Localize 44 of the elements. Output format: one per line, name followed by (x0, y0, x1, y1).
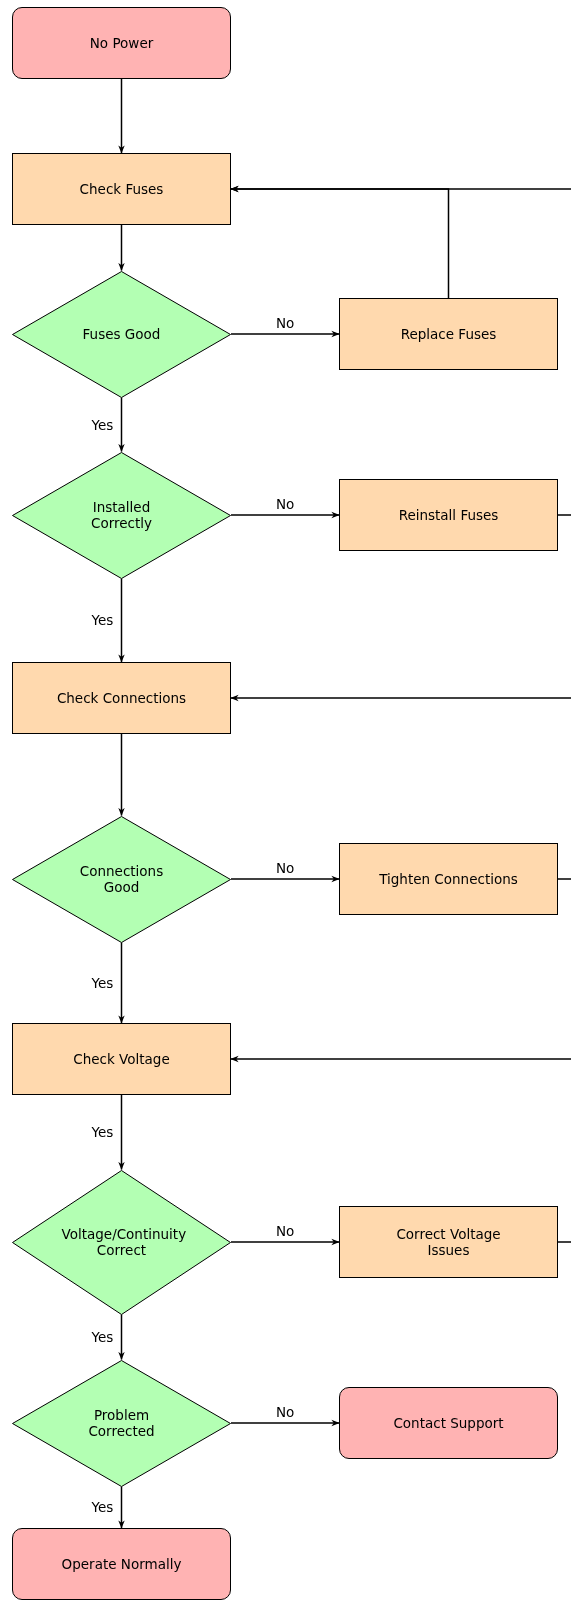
terminal-box (12, 1528, 231, 1600)
arrow (118, 1485, 125, 1529)
node-label: Problem Corrected (87, 1406, 156, 1440)
node-label: Check Voltage (73, 1050, 170, 1068)
arrow (118, 78, 125, 154)
node-label: Operate Normally (61, 1555, 182, 1573)
arrow (230, 330, 340, 338)
connector-line (557, 1241, 571, 1243)
process-box (12, 153, 231, 225)
node-label: Fuses Good (82, 325, 161, 343)
arrow (230, 875, 340, 883)
arrow (118, 733, 125, 817)
node-label: Check Connections (56, 689, 187, 707)
arrow (118, 224, 125, 272)
node-label: Correct Voltage Issues (395, 1225, 502, 1259)
arrow (230, 1419, 340, 1427)
node-label: Tighten Connections (379, 870, 518, 888)
node-label: No Power (89, 34, 154, 52)
arrow (230, 1055, 571, 1063)
arrow (118, 941, 125, 1024)
node-label: Installed Correctly (90, 498, 153, 532)
terminal-box (12, 7, 231, 79)
arrow (230, 511, 340, 519)
process-box (12, 662, 231, 734)
process-box (339, 479, 558, 551)
process-box (339, 298, 558, 370)
process-box (339, 1206, 558, 1278)
connector-line (557, 878, 571, 880)
arrow (118, 1313, 125, 1361)
arrow (230, 694, 571, 702)
arrow (118, 577, 125, 663)
connector-line (557, 514, 571, 516)
node-label: Contact Support (393, 1414, 504, 1432)
node-label: Replace Fuses (400, 325, 497, 343)
arrow (230, 185, 571, 193)
node-label: Check Fuses (79, 180, 164, 198)
terminal-box (339, 1387, 558, 1459)
node-label: Connections Good (78, 862, 165, 896)
process-box (12, 1023, 231, 1095)
arrow (118, 396, 125, 453)
arrow (118, 1094, 125, 1171)
arrow (230, 1238, 340, 1246)
node-label: Reinstall Fuses (398, 506, 499, 524)
process-box (339, 843, 558, 915)
